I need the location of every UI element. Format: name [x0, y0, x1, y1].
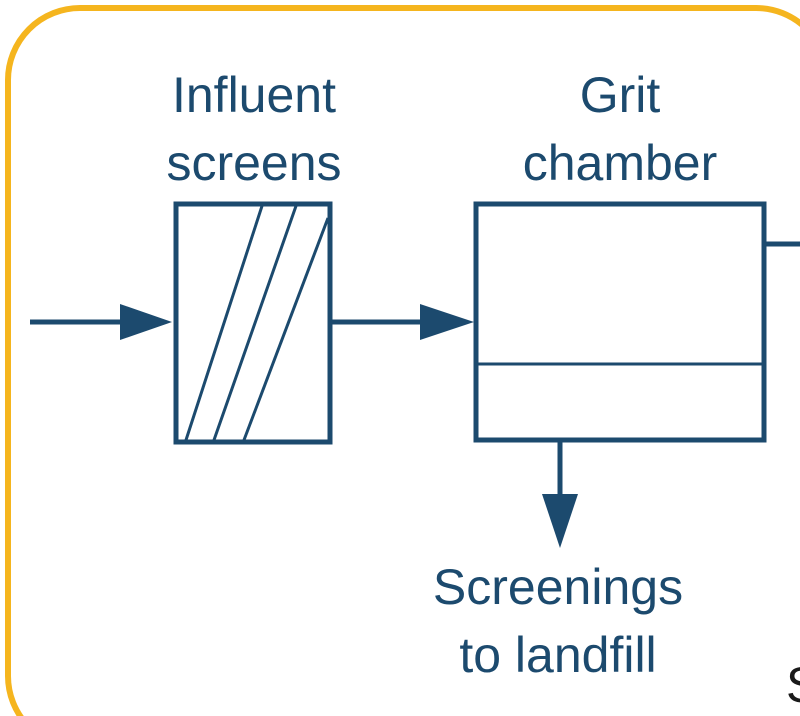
highlight-frame [5, 5, 800, 716]
screenings-label-line1: Screenings [433, 559, 683, 615]
influent-screens-unit [173, 201, 333, 445]
screenings-label-line2: to landfill [459, 627, 656, 683]
influent-screens-label-line2: screens [166, 135, 341, 191]
screen-bar-2 [212, 205, 298, 441]
grit-chamber-box [473, 201, 767, 443]
screenings-down-arrow [542, 440, 578, 548]
screen-bar-1 [184, 205, 264, 441]
screens-box [173, 201, 333, 445]
screen-bar-3 [242, 217, 330, 441]
grit-chamber-unit [473, 201, 767, 443]
screens-to-grit-arrow [330, 304, 474, 340]
influent-screens-label-line1: Influent [172, 67, 336, 123]
grit-chamber-label-line2: chamber [523, 135, 718, 191]
cut-off-letter: S [786, 657, 800, 713]
grit-chamber-label-line1: Grit [580, 67, 661, 123]
influent-arrow [30, 304, 172, 340]
